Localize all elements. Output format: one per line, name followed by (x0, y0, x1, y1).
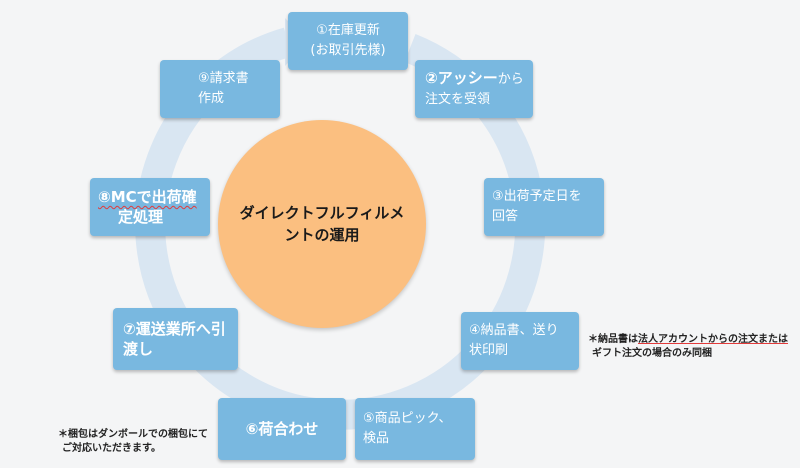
packing-note-line1: ＊梱包はダンボールでの梱包にて (58, 429, 208, 440)
step-8-confirm-shipment: ⑧MCで出荷確 定処理 (90, 178, 210, 236)
step-4-line2: 状印刷 (469, 343, 509, 358)
step-5-pick-inspect: ⑤商品ピック、 検品 (355, 398, 475, 460)
step-8-line2: 定処理 (118, 208, 164, 226)
packing-note-line2: ご対応いただきます。 (62, 443, 161, 454)
center-topic-line2: ントの運用 (284, 226, 360, 244)
step-8-line1: ⑧MCで出荷確 (98, 188, 197, 206)
center-topic-line1: ダイレクトフルフィルメ (239, 204, 405, 222)
step-2-line1-main: ②アッシー (425, 69, 498, 87)
step-4-print-documents: ④納品書、送り 状印刷 (461, 312, 579, 370)
invoice-note-line1-underlined: 法人アカウントからの注文または (638, 334, 788, 345)
step-1-inventory-update: ①在庫更新 (お取引先様) (288, 12, 408, 70)
step-3-ship-date-reply: ③出荷予定日を 回答 (484, 178, 604, 236)
step-7-hand-to-carrier: ⑦運送業所へ引 渡し (113, 308, 238, 370)
step-7-line1: ⑦運送業所へ引 (123, 320, 226, 338)
step-4-line1: ④納品書、送り (469, 323, 559, 338)
invoice-note-line1: ＊納品書は法人アカウントからの注文または (588, 333, 788, 347)
step-1-line2: (お取引先様) (310, 43, 386, 58)
step-2-receive-order: ②アッシーから 注文を受領 (415, 60, 533, 118)
step-5-line1: ⑤商品ピック、 (363, 411, 452, 426)
step-3-line2: 回答 (492, 209, 519, 224)
step-9-create-invoice: ⑨請求書 作成 (160, 60, 280, 118)
step-2-line1: ②アッシーから (425, 68, 524, 90)
step-1-line1: ①在庫更新 (316, 23, 380, 38)
step-3-line1: ③出荷予定日を (492, 189, 582, 204)
invoice-note-line2: ギフト注文の場合のみ同梱 (592, 348, 712, 359)
center-topic: ダイレクトフルフィルメ ントの運用 (218, 120, 426, 328)
invoice-note: ＊納品書は法人アカウントからの注文または ギフト注文の場合のみ同梱 (588, 333, 788, 361)
step-2-line2: 注文を受領 (425, 92, 491, 107)
step-7-line2: 渡し (123, 340, 154, 358)
invoice-note-line1-prefix: ＊納品書は (588, 334, 638, 345)
step-2-line1-suffix: から (497, 72, 524, 87)
step-9-line2: 作成 (198, 91, 225, 106)
step-6-consolidate: ⑥荷合わせ (218, 398, 346, 460)
step-6-line1: ⑥荷合わせ (245, 420, 319, 438)
step-9-line1: ⑨請求書 (198, 71, 249, 86)
packing-note: ＊梱包はダンボールでの梱包にて ご対応いただきます。 (58, 428, 208, 456)
step-5-line2: 検品 (363, 431, 390, 446)
